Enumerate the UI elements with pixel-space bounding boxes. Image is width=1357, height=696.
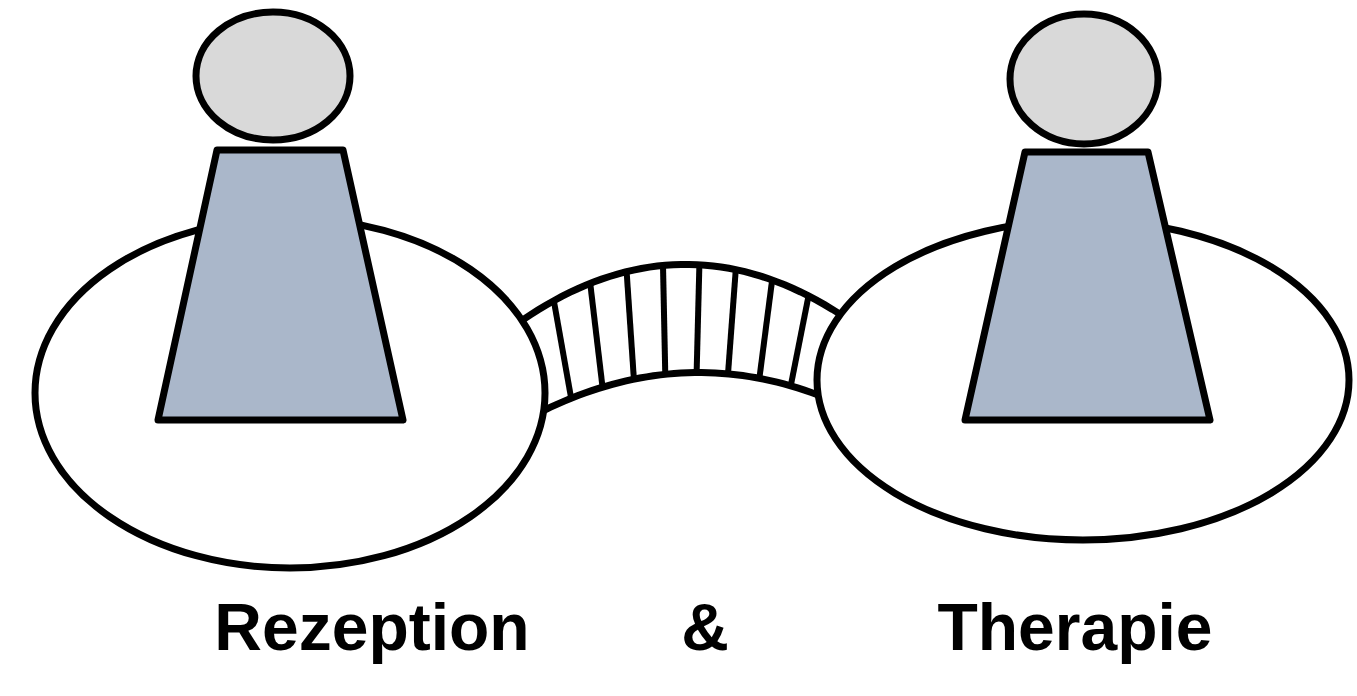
person-head xyxy=(1010,14,1158,144)
node-label-box: Therapie xyxy=(937,590,1212,666)
platform-node: Rezeption xyxy=(31,214,549,572)
bridge-connector xyxy=(522,264,840,410)
bridge-rail xyxy=(544,373,818,411)
person-body xyxy=(965,152,1210,420)
bridge-plank xyxy=(663,265,665,374)
bridge-plank xyxy=(590,283,602,387)
bridge-plank xyxy=(759,280,772,378)
bridge-plank xyxy=(554,301,571,399)
bridge-plank xyxy=(791,296,809,386)
person-body xyxy=(158,150,403,420)
person-head xyxy=(196,12,350,140)
free-label-box: & xyxy=(681,590,729,666)
platform-outline xyxy=(31,214,549,572)
platform-ellipse xyxy=(35,218,545,568)
platform-outline xyxy=(813,216,1353,544)
node-label: Therapie xyxy=(937,590,1212,666)
node-label: Rezeption xyxy=(214,590,529,666)
platform-ellipse xyxy=(817,220,1349,540)
bridge-plank xyxy=(728,270,736,374)
platform-node: Therapie xyxy=(813,216,1353,544)
bridge-deck xyxy=(522,264,840,410)
bridge-plank xyxy=(627,272,634,380)
node-label-box: Rezeption xyxy=(214,590,529,666)
bridge-rail xyxy=(522,264,840,320)
bridge-plank xyxy=(697,265,700,373)
ampersand-label: & xyxy=(681,590,729,666)
